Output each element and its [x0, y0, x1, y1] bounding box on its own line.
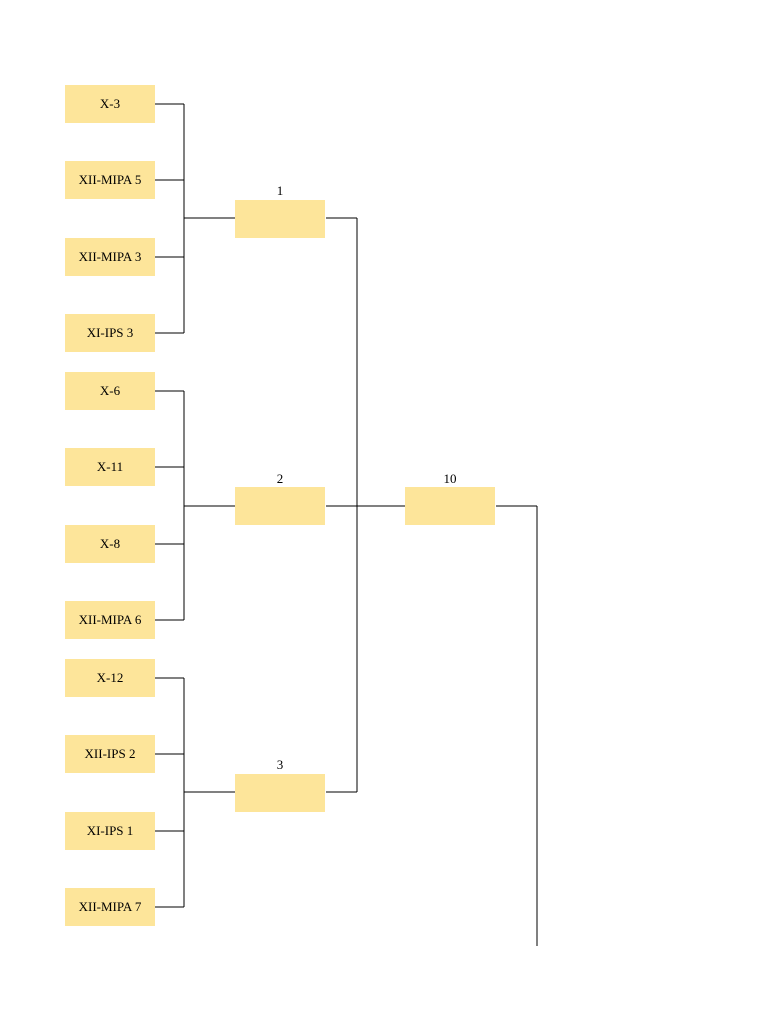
team-box: XII-IPS 2: [65, 735, 155, 773]
team-box: XII-MIPA 6: [65, 601, 155, 639]
match-number-label: 1: [276, 183, 284, 198]
team-box: XI-IPS 1: [65, 812, 155, 850]
team-box: X-8: [65, 525, 155, 563]
team-box: XII-MIPA 3: [65, 238, 155, 276]
match-number-label: 2: [276, 471, 284, 486]
team-box: X-12: [65, 659, 155, 697]
team-box: XII-MIPA 7: [65, 888, 155, 926]
team-box: XII-MIPA 5: [65, 161, 155, 199]
match-winner-box: [405, 487, 495, 525]
match-winner-box: [235, 487, 325, 525]
team-box: X-11: [65, 448, 155, 486]
match-number-label: 3: [276, 757, 284, 772]
match-winner-box: [235, 774, 325, 812]
match-winner-box: [235, 200, 325, 238]
match-number-label: 10: [443, 471, 457, 486]
team-box: X-3: [65, 85, 155, 123]
team-box: XI-IPS 3: [65, 314, 155, 352]
team-box: X-6: [65, 372, 155, 410]
